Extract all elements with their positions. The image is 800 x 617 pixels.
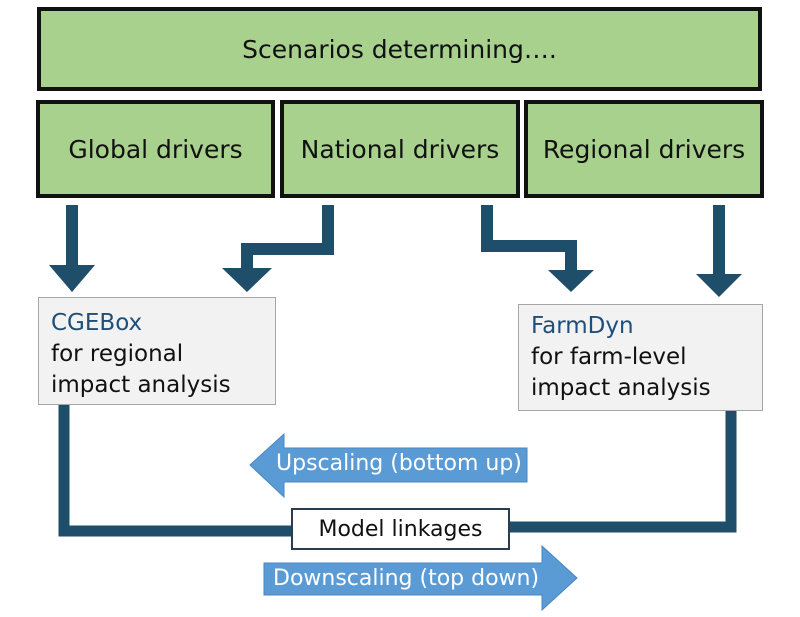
upscaling-arrow [249,432,528,499]
cgebox-name: CGEBox [51,310,143,336]
farmdyn-desc-line1: for farm-level [531,344,687,370]
downscaling-arrow [263,544,578,612]
global-drivers-box: Global drivers [36,100,275,198]
linkage-bracket [58,405,737,537]
farmdyn-desc-line2: impact analysis [531,375,711,401]
arrow-regional-to-farm [696,205,742,297]
arrow-national-to-farm [481,205,594,292]
cgebox-model-box: CGEBox for regional impact analysis [38,297,276,405]
farmdyn-name: FarmDyn [531,313,634,339]
farmdyn-model-box: FarmDyn for farm-level impact analysis [518,304,763,411]
national-drivers-label: National drivers [300,134,500,164]
model-linkages-label: Model linkages [318,516,483,542]
downscaling-label: Downscaling (top down) [273,566,540,591]
regional-drivers-label: Regional drivers [542,134,746,164]
regional-drivers-box: Regional drivers [524,100,764,198]
upscaling-label: Upscaling (bottom up) [276,451,522,476]
cgebox-desc-line2: impact analysis [51,372,231,398]
scenarios-label: Scenarios determining…. [242,34,557,64]
global-drivers-label: Global drivers [68,134,243,164]
arrow-national-to-cge [222,205,334,292]
scenarios-header: Scenarios determining…. [37,7,762,91]
national-drivers-box: National drivers [280,100,520,198]
cgebox-desc-line1: for regional [51,341,184,367]
arrow-global-to-cge [49,205,95,292]
model-linkages-box: Model linkages [291,508,510,550]
